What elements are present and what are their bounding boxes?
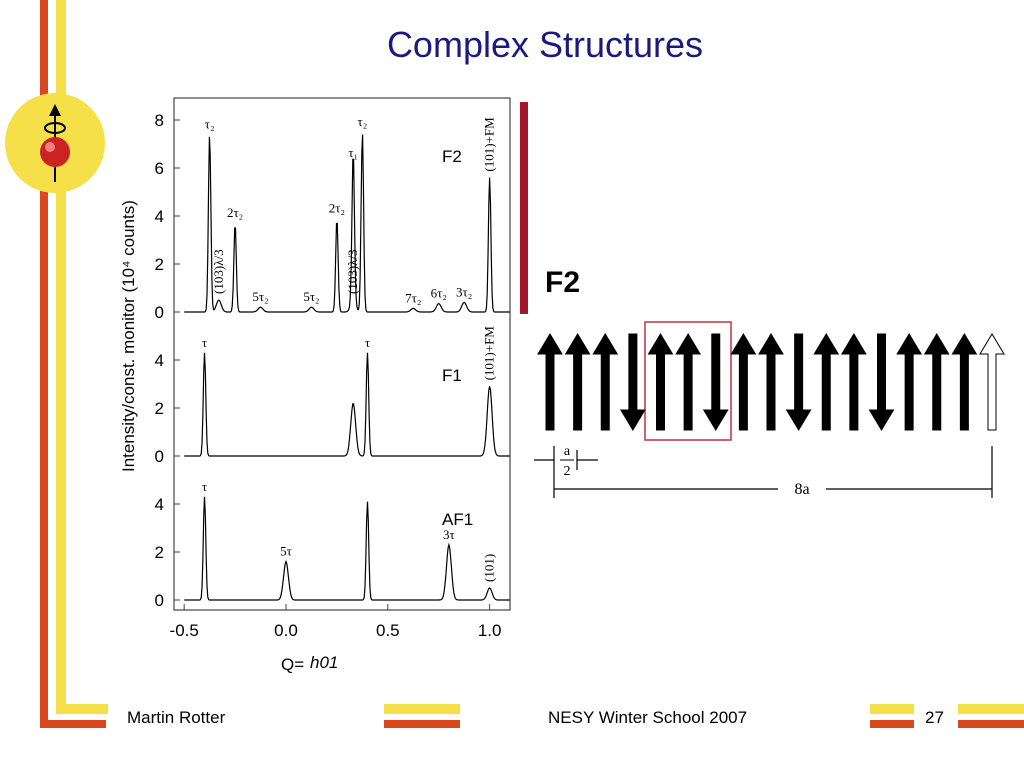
y-tick-label: 4 [155,495,164,514]
peak-label: 3τ₂ [456,284,472,299]
spin-up-arrow-icon [758,333,784,431]
diagram-label: F2 [545,266,581,299]
spin-up-arrow-icon [675,333,702,431]
footer-deco-orange-1 [384,720,460,728]
peak-label: 2τ₂ [227,205,243,220]
spin-up-arrow-icon [923,333,950,431]
y-tick-label: 4 [155,351,164,370]
x-tick-label: -0.5 [170,621,199,640]
y-tick-label: 0 [155,303,164,322]
frame-bar-orange-vertical [40,0,48,728]
series-line-f2 [184,134,510,313]
footer-deco-orange-3 [958,720,1024,728]
peak-label: 5τ [280,544,292,559]
frame-bar-orange-horizontal [40,720,106,728]
panel-af1: 0 2 4 τ 5τ 3τ (101) AF1 [155,479,510,610]
peak-label: (103)λ/3 [345,249,360,294]
spin-up-arrow-icon [564,333,591,431]
peak-label: τ₂ [205,116,215,131]
peak-label: 5τ₂ [252,289,268,304]
peak-label: 5τ₂ [303,289,319,304]
peak-label: τ [365,335,370,350]
peak-label: 2τ₂ [329,200,345,215]
dim-period: 8a [794,481,809,498]
peak-label: 3τ [443,527,455,542]
peak-label: (103)λ/3 [211,249,226,294]
peak-label: (101)+FM [482,117,497,172]
frame-bar-yellow-horizontal [56,704,108,714]
spin-up-arrow-icon [979,333,1005,431]
peak-label: τ [202,479,207,494]
spin-down-arrow-icon [619,333,646,431]
x-tick-label: 0.0 [274,621,298,640]
y-tick-label: 4 [155,207,164,226]
y-tick-label: 0 [155,447,164,466]
spin-up-arrow-icon [840,333,867,431]
red-divider-bar [520,102,528,314]
y-tick-label: 2 [155,399,164,418]
footer-deco-yellow-2 [870,704,914,714]
frame-bar-yellow-vertical [56,0,66,714]
spin-logo-icon [5,93,105,193]
panel-f1: 0 2 4 τ τ (101)+FM F1 [155,326,510,466]
unit-highlight-box [644,321,732,441]
spin-up-arrow-icon [896,333,923,431]
footer-deco-yellow-3 [958,704,1024,714]
peak-label: τ₂ [357,114,367,129]
x-tick-label: 0.5 [376,621,400,640]
spin-up-arrow-icon [813,333,840,431]
spin-up-arrow-icon [647,333,674,431]
y-axis-label: Intensity/const. monitor (10⁴ counts) [119,200,138,472]
y-tick-label: 2 [155,543,164,562]
spin-down-arrow-icon [785,333,812,431]
peak-label: (101) [482,554,497,582]
spin-up-arrow-icon [730,333,757,431]
series-line-f1 [184,352,510,457]
x-axis-prefix: Q= [281,655,304,674]
spin-down-arrow-icon [702,333,729,431]
dim-half-denominator: 2 [564,464,571,479]
plot-frame [173,97,511,611]
y-tick-label: 2 [155,255,164,274]
series-line-af1 [184,496,510,601]
slide-title: Complex Structures [386,24,704,65]
x-tick-label: 1.0 [478,621,502,640]
footer-event: NESY Winter School 2007 [548,708,748,727]
panel-name: AF1 [442,510,473,529]
neutron-diffraction-chart: 0 2 4 6 8 τ₂ (103)λ/3 2τ₂ 5τ₂ 5τ₂ 2τ₂ τ₁ τ₂ (103)λ/3 7… [119,97,511,674]
peak-label: 7τ₂ [405,290,421,305]
panel-name: F1 [442,366,462,385]
peak-label: 6τ₂ [431,286,447,301]
dim-half-numerator: a [564,444,571,459]
y-tick-label: 0 [155,591,164,610]
spin-up-arrow-icon [592,333,619,431]
x-axis-label: h01 [310,653,338,672]
peak-label: τ₁ [348,145,358,160]
y-tick-label: 6 [155,159,164,178]
panel-f2: 0 2 4 6 8 τ₂ (103)λ/3 2τ₂ 5τ₂ 5τ₂ 2τ₂ τ₁ τ₂ (103)λ/3 7… [155,111,510,322]
peak-label: τ [202,335,207,350]
spin-down-arrow-icon [868,333,895,431]
spin-up-arrow-icon [951,333,978,431]
footer-deco-orange-2 [870,720,914,728]
panel-name: F2 [442,147,462,166]
y-tick-label: 8 [155,111,164,130]
page-number: 27 [925,708,944,727]
footer-author: Martin Rotter [127,708,226,727]
spin-up-arrow-icon [537,333,563,431]
spin-arrangement-diagram: a 2 8a [534,321,1005,498]
footer-deco-yellow-1 [384,704,460,714]
peak-label: (101)+FM [482,326,497,381]
